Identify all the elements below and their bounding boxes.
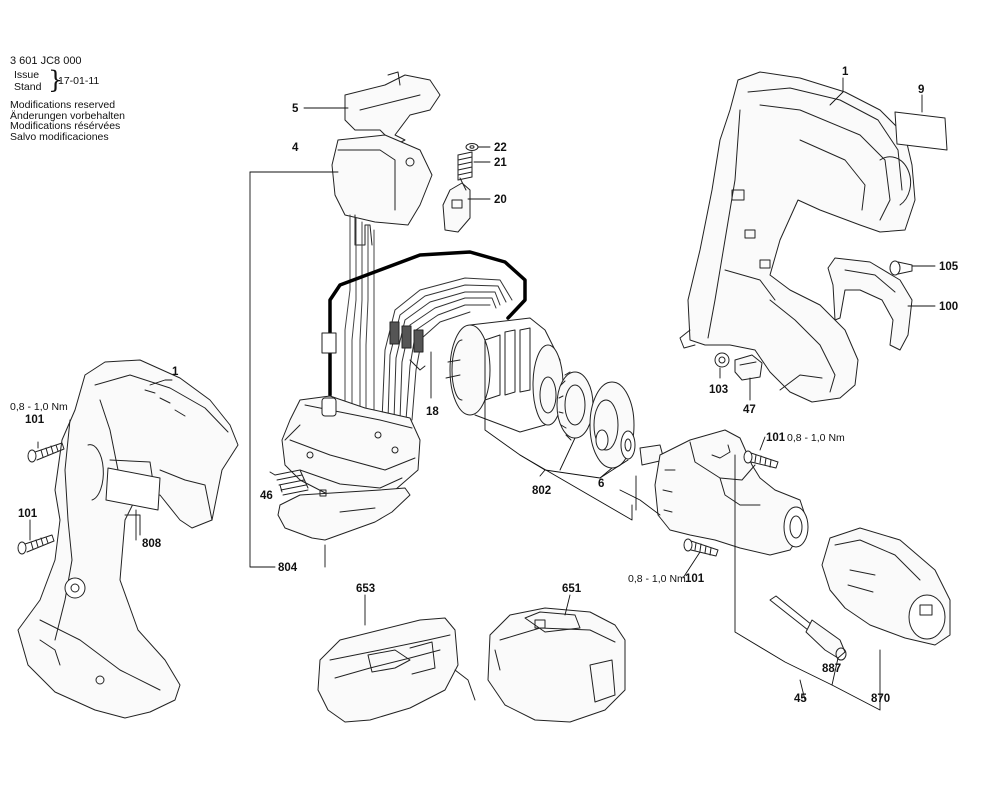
callout-20: 20 — [494, 194, 507, 206]
screw-101-left-bottom — [17, 534, 55, 555]
callout-1-left: 1 — [172, 366, 179, 378]
callout-47: 47 — [743, 404, 756, 416]
module-base-plate — [277, 487, 411, 541]
screw-101-right-top — [743, 450, 779, 469]
motor — [445, 317, 564, 433]
brace-symbol: } — [48, 66, 64, 94]
callout-802: 802 — [532, 485, 551, 497]
callout-105: 105 — [939, 261, 959, 273]
spring-46 — [269, 469, 309, 496]
modifications-en: Modifications reserved — [10, 99, 116, 111]
callout-887: 887 — [822, 663, 841, 675]
gear-housing — [654, 429, 809, 556]
belt-clip — [827, 257, 913, 351]
torque-right-bottom: 0,8 - 1,0 Nm — [628, 573, 686, 585]
callout-18: 18 — [426, 406, 439, 418]
document-number: 3 601 JC8 000 — [10, 55, 82, 67]
modifications-de: Änderungen vorbehalten — [10, 109, 126, 122]
callout-22: 22 — [494, 142, 507, 154]
screw-101-right-bottom — [683, 538, 719, 557]
document-header: 3 601 JC8 000 Issue Stand } 17-01-11 Mod… — [10, 55, 126, 143]
fan-gear — [556, 371, 594, 441]
housing-right-half — [679, 71, 916, 403]
chuck-sleeve — [821, 527, 951, 646]
motor-cables — [328, 250, 527, 397]
callout-101-bottom-left: 101 — [18, 508, 38, 520]
housing-left-half — [17, 359, 239, 719]
callout-labels: 1 9 105 100 103 47 5 4 22 21 20 18 802 6… — [10, 66, 959, 705]
callout-100: 100 — [939, 301, 958, 313]
slider-20 — [442, 177, 471, 233]
callout-4: 4 — [292, 142, 299, 154]
nut-103 — [714, 352, 730, 368]
modifications-notice: Modifications reserved Änderungen vorbeh… — [10, 99, 126, 143]
callout-101-right-top: 101 — [766, 432, 786, 444]
screw-101-left-top — [27, 442, 65, 463]
callout-653: 653 — [356, 583, 375, 595]
callout-45: 45 — [794, 693, 807, 705]
callout-1-right: 1 — [842, 66, 849, 78]
electronics-module — [281, 395, 421, 501]
spring-21 — [457, 151, 473, 181]
callout-101-top-left: 101 — [25, 414, 45, 426]
battery-pack — [487, 607, 626, 723]
callout-101-right-bottom: 101 — [685, 573, 705, 585]
screw-105 — [889, 260, 913, 276]
switch-bracket — [344, 71, 441, 146]
bit-holder — [769, 595, 847, 661]
charger — [317, 617, 476, 723]
callout-808: 808 — [142, 538, 162, 550]
leader-lines — [29, 77, 936, 711]
torque-left-top: 0,8 - 1,0 Nm — [10, 401, 68, 413]
callout-651: 651 — [562, 583, 582, 595]
callout-804: 804 — [278, 562, 298, 574]
callout-870: 870 — [871, 693, 890, 705]
callout-6: 6 — [598, 478, 604, 490]
callout-21: 21 — [494, 157, 507, 169]
washer-22 — [465, 143, 479, 151]
modifications-fr: Modifications résérvées — [10, 120, 121, 132]
callout-103: 103 — [709, 384, 728, 396]
trigger-switch — [331, 134, 433, 246]
label-808 — [105, 467, 161, 511]
modifications-es: Salvo modificaciones — [10, 130, 109, 143]
ring-small — [620, 430, 636, 460]
label-plate — [894, 111, 948, 151]
motor-leads — [381, 277, 513, 421]
part-47 — [734, 354, 763, 381]
issue-label: Issue — [14, 69, 40, 81]
callout-9: 9 — [918, 84, 924, 96]
connectors-18 — [321, 321, 426, 371]
callout-46: 46 — [260, 490, 273, 502]
switch-wires — [344, 214, 375, 421]
stand-label: Stand — [14, 81, 42, 93]
issue-date-block: Issue Stand } 17-01-11 — [10, 66, 125, 95]
issue-date: 17-01-11 — [58, 75, 100, 87]
callout-5: 5 — [292, 103, 299, 115]
torque-right-top: 0,8 - 1,0 Nm — [787, 432, 845, 444]
